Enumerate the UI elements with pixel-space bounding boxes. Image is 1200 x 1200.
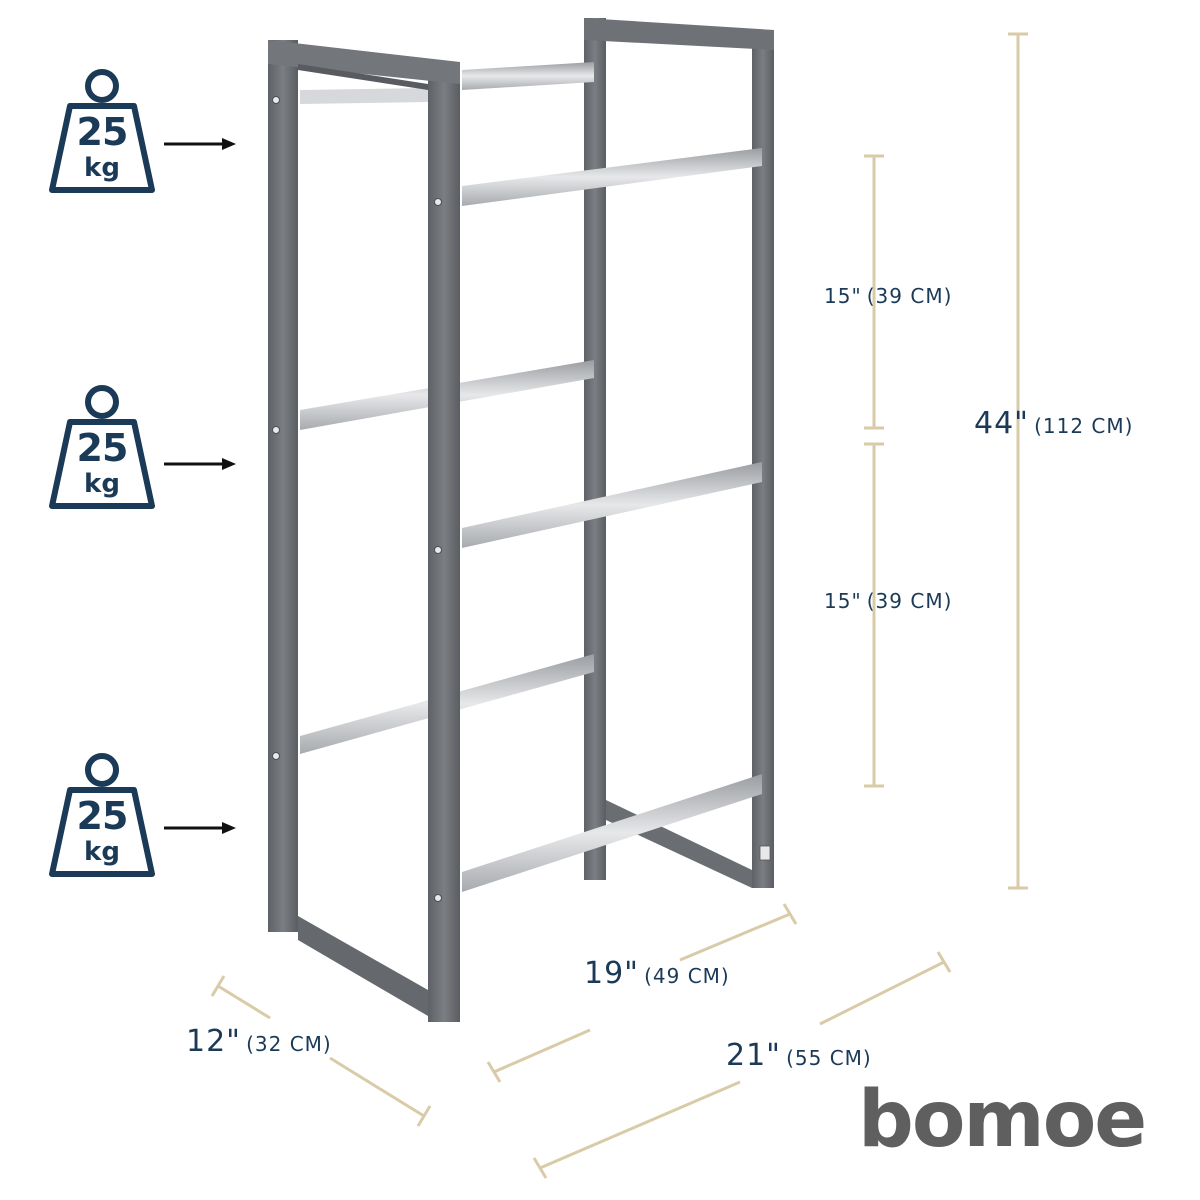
brand-logo: bomoe — [858, 1075, 1147, 1165]
front-frame — [268, 40, 460, 1022]
weight-unit: kg — [84, 153, 120, 183]
dimension-inch: 12" — [186, 1024, 241, 1059]
dimension-total-height: 44" (112 CM) — [974, 406, 1133, 441]
rails — [300, 62, 762, 892]
dimension-inch: 19" — [584, 956, 639, 991]
dimension-inch: 44" — [974, 406, 1029, 441]
frame-badge-icon — [759, 845, 771, 861]
weight-unit: kg — [84, 837, 120, 867]
weight-badge-bottom: 25 kg — [48, 750, 156, 880]
weight-unit: kg — [84, 469, 120, 499]
arrow-right-icon — [164, 458, 236, 470]
weight-icon — [49, 385, 155, 509]
dimension-lines — [210, 32, 1028, 1179]
weight-icon — [49, 753, 155, 877]
screws — [272, 96, 442, 902]
dimension-cm: (39 CM) — [866, 589, 953, 613]
back-frame — [584, 18, 774, 888]
dimension-inner-width: 19" (49 CM) — [584, 956, 730, 991]
weight-value: 25 — [76, 110, 129, 154]
dimension-cm: (49 CM) — [644, 964, 730, 988]
weight-icon — [49, 69, 155, 193]
weight-value: 25 — [76, 426, 129, 470]
arrow-right-icon — [164, 822, 236, 834]
dimension-inch: 15" — [824, 284, 862, 308]
weight-badge-top: 25 kg — [48, 66, 156, 196]
dimension-shelf-gap-upper: 15" (39 CM) — [824, 284, 952, 308]
dimension-cm: (112 CM) — [1034, 414, 1134, 438]
weight-badge-middle: 25 kg — [48, 382, 156, 512]
dimension-inch: 21" — [726, 1038, 781, 1073]
dimension-cm: (55 CM) — [786, 1046, 872, 1070]
arrow-right-icon — [164, 138, 236, 150]
dimension-inch: 15" — [824, 589, 862, 613]
dimension-outer-width: 21" (55 CM) — [726, 1038, 872, 1073]
dimension-cm: (39 CM) — [866, 284, 953, 308]
dimension-depth: 12" (32 CM) — [186, 1024, 332, 1059]
dimension-shelf-gap-lower: 15" (39 CM) — [824, 589, 952, 613]
dimension-cm: (32 CM) — [246, 1032, 332, 1056]
weight-value: 25 — [76, 794, 129, 838]
